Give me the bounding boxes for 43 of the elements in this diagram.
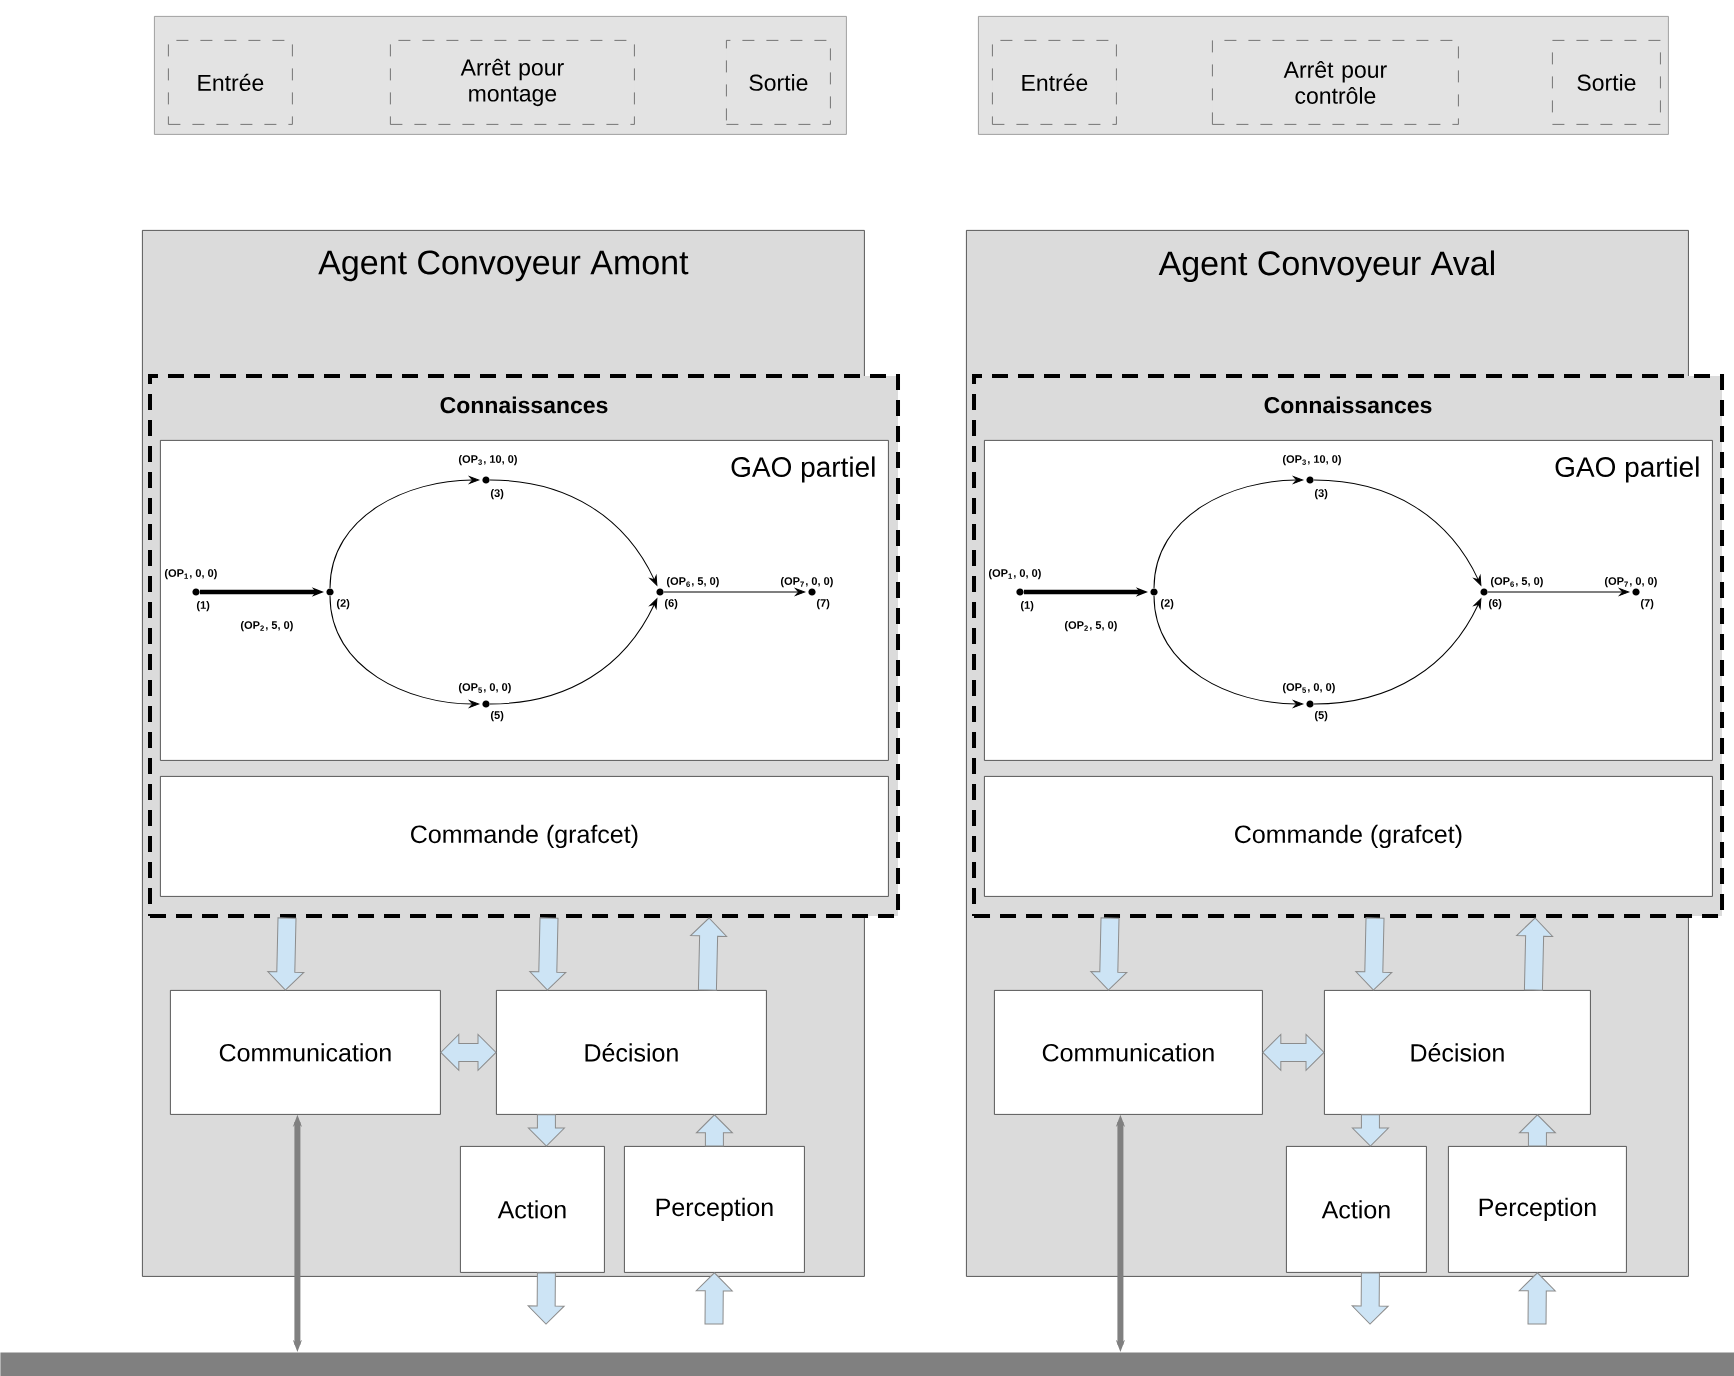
arrow <box>1153 595 1304 708</box>
arrow <box>489 598 658 705</box>
arrow <box>329 476 480 589</box>
module-box: Action <box>1286 1146 1427 1273</box>
zone-box: Arrêt pour montage <box>390 40 635 125</box>
block-arrow <box>695 1272 733 1325</box>
module-box: Commande (grafcet) <box>984 776 1713 897</box>
zone-box: Sortie <box>726 40 831 125</box>
block-arrow <box>690 917 728 991</box>
block-arrow <box>529 917 567 991</box>
block-arrow <box>695 1114 733 1147</box>
module-box: Action <box>460 1146 605 1273</box>
arrow <box>663 588 806 596</box>
block-arrow <box>527 1114 565 1147</box>
block-arrow <box>1262 1033 1325 1071</box>
block-arrow <box>1355 917 1393 991</box>
block-arrow <box>440 1033 497 1071</box>
module-box: Commande (grafcet) <box>160 776 889 897</box>
bus-bar <box>0 1352 1734 1376</box>
block-arrow <box>1090 917 1128 991</box>
block-arrow <box>1516 917 1554 991</box>
zone-box: Entrée <box>992 40 1117 125</box>
zone-box: Sortie <box>1552 40 1661 125</box>
arrow <box>1313 479 1482 586</box>
arrow <box>489 479 658 586</box>
module-box: Communication <box>994 990 1263 1115</box>
block-arrow <box>1351 1114 1389 1147</box>
zone-box: Entrée <box>168 40 293 125</box>
arrow <box>1487 588 1630 596</box>
arrow <box>1313 598 1482 705</box>
module-box: Décision <box>496 990 767 1115</box>
module-box: Perception <box>624 1146 805 1273</box>
block-arrow <box>1351 1272 1389 1325</box>
module-box: Décision <box>1324 990 1591 1115</box>
block-arrow <box>1518 1114 1556 1147</box>
arrow <box>1153 476 1304 589</box>
block-arrow <box>1518 1272 1556 1325</box>
arrow <box>329 595 480 708</box>
zone-box: Arrêt pour contrôle <box>1212 40 1459 125</box>
module-box: Communication <box>170 990 441 1115</box>
module-box: Perception <box>1448 1146 1627 1273</box>
block-arrow <box>527 1272 565 1325</box>
block-arrow <box>267 917 305 991</box>
